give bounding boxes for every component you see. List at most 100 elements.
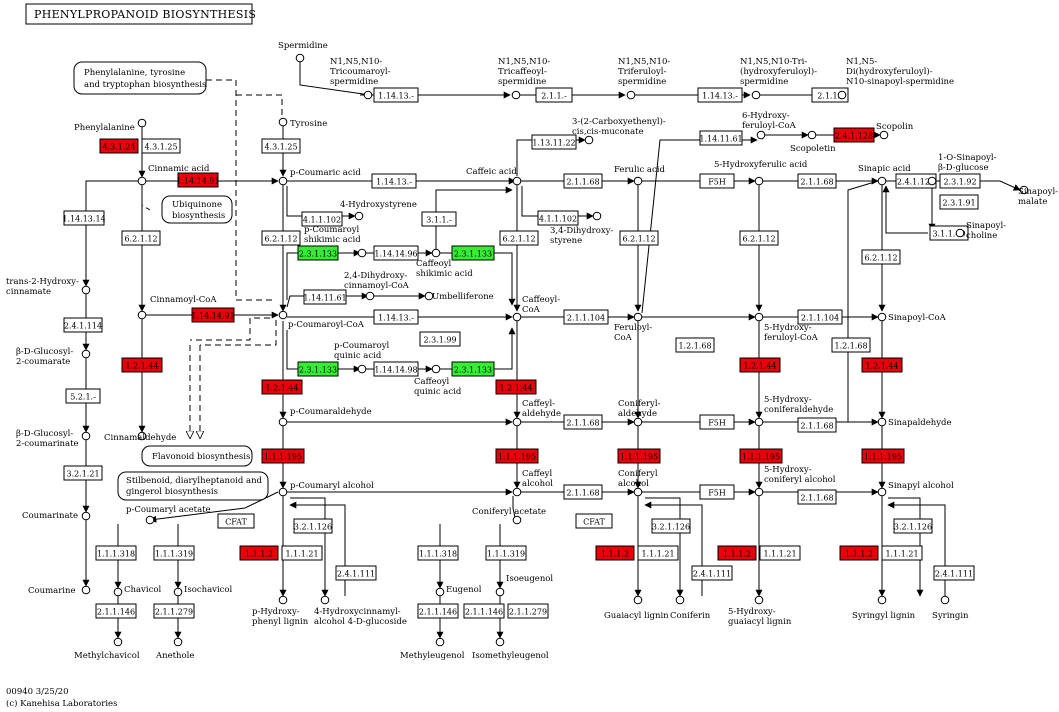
enzyme-box[interactable]: [507, 603, 549, 619]
compound-node-hydroxycinnamylalcohol[interactable]: [320, 595, 330, 605]
compound-node-guaiacyllignin[interactable]: [633, 595, 643, 605]
enzyme-box[interactable]: [697, 87, 743, 103]
compound-node-spermidine[interactable]: [295, 53, 305, 63]
enzyme-box[interactable]: [417, 545, 459, 561]
compound-node-hydroxytyrosol[interactable]: [354, 211, 364, 221]
compound-node-umbelliferone[interactable]: [424, 291, 434, 301]
enzyme-box[interactable]: [373, 245, 419, 261]
compound-node-coniferylaldehyde[interactable]: [633, 417, 643, 427]
enzyme-e2111146_a[interactable]: 2.1.1.146: [95, 603, 137, 619]
enzyme-e12144_e[interactable]: 1.2.1.44: [861, 357, 903, 373]
compound-node-pcoumarylalcohol[interactable]: [278, 487, 288, 497]
enzyme-e2311133_a[interactable]: 2.3.1.133: [297, 245, 339, 261]
compound-node-syringyllignin[interactable]: [877, 595, 887, 605]
enzyme-box[interactable]: [99, 138, 139, 154]
map-link-ubiquinone[interactable]: Ubiquinone biosynthesis: [161, 195, 233, 224]
enzyme-box[interactable]: [121, 230, 161, 246]
enzyme-e521[interactable]: 5.2.1.-: [65, 388, 101, 404]
enzyme-box[interactable]: [699, 130, 743, 146]
compound-node-coumarine[interactable]: [81, 585, 91, 595]
enzyme-box[interactable]: [563, 414, 603, 430]
enzyme-e4312_r[interactable]: 4.3.1.24: [99, 138, 139, 154]
enzyme-f5h_a[interactable]: F5H: [699, 173, 735, 189]
enzyme-box[interactable]: [651, 518, 691, 534]
enzyme-e21168_c[interactable]: 2.1.1.68: [563, 414, 603, 430]
enzyme-e21104_b[interactable]: 2.1.1.104: [797, 309, 843, 325]
enzyme-e12144_c[interactable]: 1.2.1.44: [495, 379, 537, 395]
enzyme-box[interactable]: [239, 545, 279, 561]
compound-node-coumarinate[interactable]: [81, 511, 91, 521]
enzyme-e12144_a[interactable]: 1.2.1.44: [121, 357, 163, 373]
enzyme-e114116[interactable]: 1.14.11.61: [303, 289, 347, 305]
compound-node-sinapoylmalate[interactable]: [1019, 185, 1029, 195]
enzyme-box[interactable]: [739, 448, 783, 464]
enzyme-box[interactable]: [739, 230, 779, 246]
enzyme-e23199[interactable]: 2.3.1.99: [419, 331, 461, 347]
enzyme-e111318_b[interactable]: 1.1.1.318: [417, 545, 459, 561]
compound-node-caffeic[interactable]: [512, 176, 522, 186]
map-link-stilbenoid[interactable]: Stilbenoid, diarylheptanoid and gingerol…: [117, 471, 269, 501]
enzyme-box[interactable]: [861, 357, 903, 373]
enzyme-e6212_c[interactable]: 6.2.1.12: [499, 230, 539, 246]
enzyme-box[interactable]: [63, 317, 103, 333]
enzyme-box[interactable]: [419, 331, 461, 347]
compound-node-cinnamaldehyde[interactable]: [137, 431, 147, 441]
compound-node-hconiferylalcohol[interactable]: [754, 487, 764, 497]
enzyme-e6212_d[interactable]: 6.2.1.12: [619, 230, 659, 246]
enzyme-e11112_c[interactable]: 1.1.1.2: [717, 545, 757, 561]
enzyme-f5h_b[interactable]: F5H: [699, 414, 735, 430]
enzyme-e2311133_c[interactable]: 2.3.1.133: [297, 361, 339, 377]
compound-node-n1n5n10_hfer[interactable]: [751, 90, 761, 100]
compound-node-n1n5n10_sin[interactable]: [837, 90, 847, 100]
enzyme-box[interactable]: [153, 545, 195, 561]
enzyme-e11121_b[interactable]: 1.1.1.21: [637, 545, 679, 561]
enzyme-box[interactable]: [297, 361, 339, 377]
compound-node-sinapoylcoa[interactable]: [877, 312, 887, 322]
compound-node-sinapaldehyde[interactable]: [877, 417, 887, 427]
enzyme-e41102_b[interactable]: 4.1.1.102: [537, 210, 579, 226]
enzyme-box[interactable]: [563, 484, 603, 500]
enzyme-box[interactable]: [717, 545, 757, 561]
enzyme-e2311133_d[interactable]: 2.3.1.133: [451, 361, 495, 377]
enzyme-box[interactable]: [281, 545, 323, 561]
compound-node-pcoumaroylcoa[interactable]: [278, 310, 288, 320]
enzyme-e24114[interactable]: 2.4.1.114: [63, 317, 103, 333]
compound-node-coniferylacetate[interactable]: [512, 515, 522, 525]
enzyme-box[interactable]: [297, 245, 339, 261]
enzyme-box[interactable]: [619, 230, 659, 246]
enzyme-box[interactable]: [261, 230, 301, 246]
enzyme-e2111146_c[interactable]: 2.1.1.146: [463, 603, 505, 619]
enzyme-box[interactable]: [463, 603, 505, 619]
compound-node-osinapoylglucose[interactable]: [927, 176, 937, 186]
compound-node-sinapic[interactable]: [877, 176, 887, 186]
enzyme-box[interactable]: [65, 388, 101, 404]
enzyme-box[interactable]: [121, 357, 163, 373]
enzyme-box[interactable]: [939, 173, 981, 189]
enzyme-e21168_a[interactable]: 2.1.1.68: [563, 173, 603, 189]
enzyme-box[interactable]: [531, 134, 577, 150]
enzyme-box[interactable]: [421, 211, 457, 227]
enzyme-box[interactable]: [893, 518, 933, 534]
enzyme-e1141491_b[interactable]: 1.14.14.91: [191, 307, 235, 323]
enzyme-box[interactable]: [637, 545, 679, 561]
enzyme-e2111279_b[interactable]: 2.1.1.279: [507, 603, 549, 619]
compound-node-isochavicol[interactable]: [173, 587, 183, 597]
enzyme-box[interactable]: [699, 173, 735, 189]
enzyme-box[interactable]: [861, 249, 901, 265]
enzyme-box[interactable]: [261, 138, 301, 154]
enzyme-e4312_tyr[interactable]: 4.3.1.25: [261, 138, 301, 154]
enzyme-e41102_a[interactable]: 4.1.1.102: [301, 211, 343, 227]
enzyme-box[interactable]: [417, 603, 459, 619]
enzyme-f5h_c[interactable]: F5H: [699, 484, 735, 500]
compound-node-dihydroxycinnamoylcoa[interactable]: [365, 291, 375, 301]
enzyme-box[interactable]: [811, 87, 849, 103]
enzyme-e6212_a[interactable]: 6.2.1.12: [121, 230, 161, 246]
enzyme-box[interactable]: [63, 210, 105, 226]
enzyme-box[interactable]: [699, 414, 735, 430]
compound-node-caffeoylshikimic[interactable]: [431, 248, 441, 258]
compound-node-sinapylalcohol[interactable]: [877, 487, 887, 497]
enzyme-cfat_a[interactable]: CFAT: [217, 513, 255, 529]
enzyme-e114_b[interactable]: 1.14.13.-: [373, 87, 419, 103]
enzyme-box[interactable]: [191, 307, 235, 323]
enzyme-e11112_a[interactable]: 1.1.1.2: [239, 545, 279, 561]
